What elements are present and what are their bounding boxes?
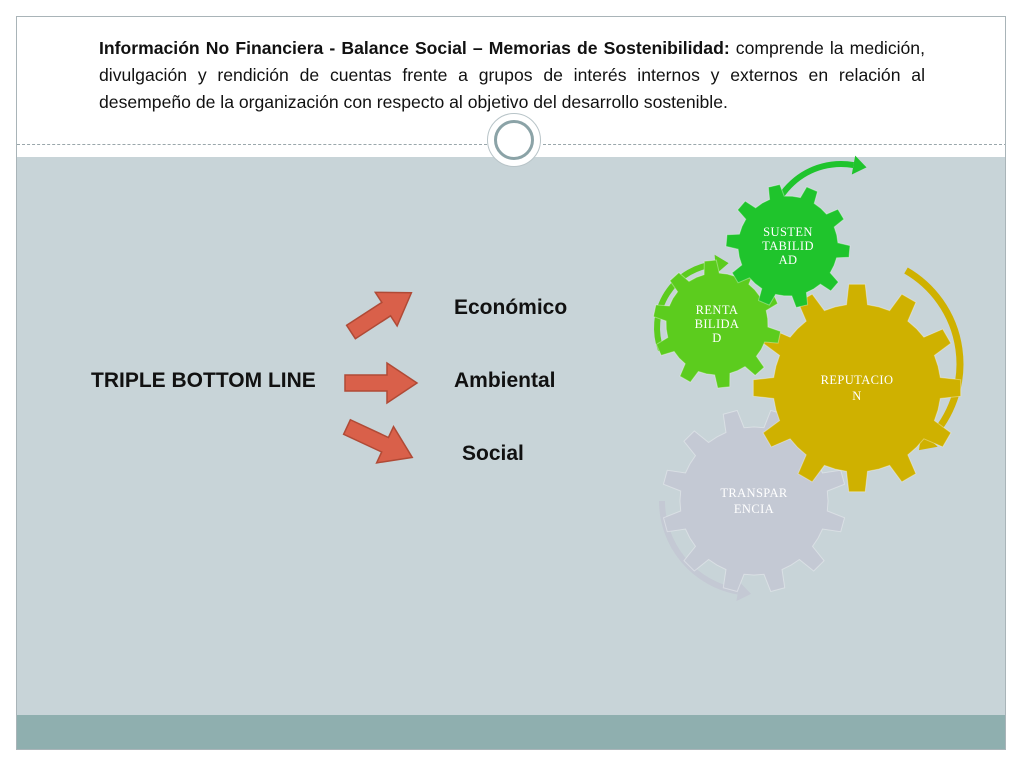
arrow-economico: [345, 291, 413, 340]
ring-icon: [487, 113, 541, 167]
sustentabilidad-gear-label: SUSTEN: [763, 225, 813, 239]
divider-right: [543, 144, 1005, 145]
header-body-text: comprende la medición, divulgación y ren…: [99, 38, 925, 112]
transparencia-gear: TRANSPAR ENCIA: [662, 409, 846, 593]
header-bold-text: Información No Financiera - Balance Soci…: [99, 38, 730, 58]
reputacion-gear-label: REPUTACIO: [821, 373, 894, 387]
footer-band: [17, 715, 1005, 749]
arrow-social: [342, 418, 414, 464]
rentabilidad-gear-label: BILIDA: [695, 317, 740, 331]
ring-inner-icon: [494, 120, 534, 160]
rentabilidad-gear-label: D: [712, 331, 721, 345]
header-paragraph: Información No Financiera - Balance Soci…: [99, 35, 925, 116]
slide: Información No Financiera - Balance Soci…: [16, 16, 1006, 750]
ambiental-label: Ambiental: [454, 369, 556, 392]
economico-label: Económico: [454, 296, 568, 319]
sustentabilidad-gear-label: AD: [779, 253, 798, 267]
triple-bottom-line-label: TRIPLE BOTTOM LINE: [91, 369, 316, 392]
transparencia-gear-label: ENCIA: [734, 502, 774, 516]
reputacion-gear: REPUTACIO N: [752, 283, 962, 493]
arrow-ambiental: [344, 361, 419, 405]
reputacion-gear-label: N: [852, 389, 861, 403]
divider-left: [17, 144, 487, 145]
transparencia-cycle-arrow: [659, 500, 751, 602]
rentabilidad-gear-label: RENTA: [696, 303, 739, 317]
sustentabilidad-gear-label: TABILID: [762, 239, 814, 253]
social-label: Social: [462, 442, 524, 465]
transparencia-gear-label: TRANSPAR: [720, 486, 788, 500]
